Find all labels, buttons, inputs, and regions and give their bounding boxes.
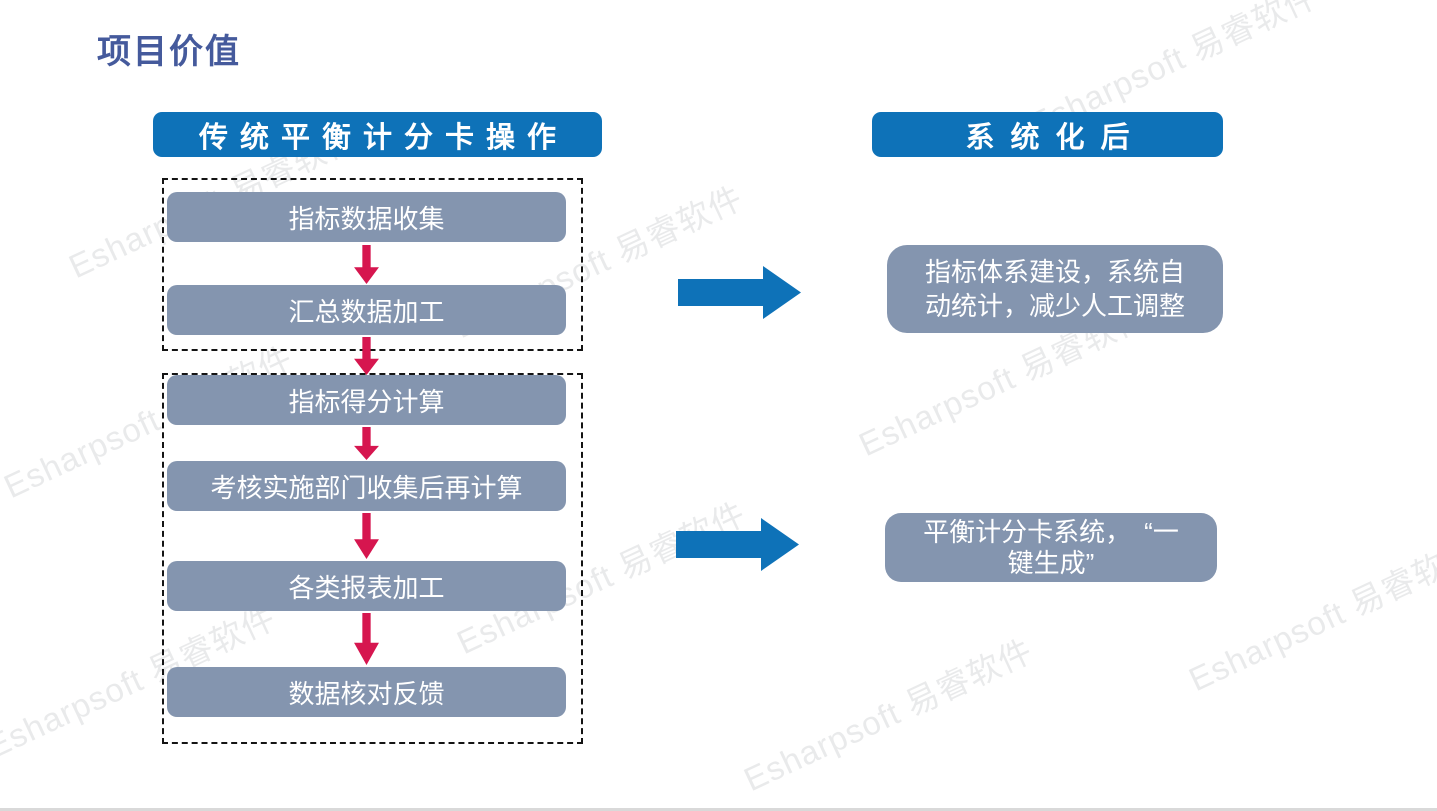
down-arrow-icon: [353, 245, 380, 284]
down-arrow-icon: [353, 513, 380, 559]
slide-bottom-divider: [0, 808, 1437, 811]
dashed-group-calculation-reporting: [162, 373, 583, 744]
flow-step-6: 数据核对反馈: [167, 667, 566, 717]
flow-step-3: 指标得分计算: [167, 375, 566, 425]
flow-step-4: 考核实施部门收集后再计算: [167, 461, 566, 511]
down-arrow-icon: [353, 337, 380, 375]
header-traditional-process: 传统平衡计分卡操作: [153, 112, 602, 157]
flow-step-2: 汇总数据加工: [167, 285, 566, 335]
flow-step-5: 各类报表加工: [167, 561, 566, 611]
right-arrow-icon: [678, 265, 803, 320]
dashed-group-data-collection: [162, 178, 583, 351]
down-arrow-icon: [353, 427, 380, 460]
header-after-systemization: 系统化后: [872, 112, 1223, 157]
flow-step-1: 指标数据收集: [167, 192, 566, 242]
result-box-2-line-1: 平衡计分卡系统， “一: [923, 516, 1179, 547]
result-box-1: 指标体系建设，系统自 动统计，减少人工调整: [887, 245, 1223, 333]
watermark: Esharpsoft 易睿软件: [1183, 531, 1437, 699]
result-box-2: 平衡计分卡系统， “一 键生成”: [885, 513, 1217, 582]
result-box-2-line-2: 键生成”: [1007, 547, 1095, 578]
result-box-1-line-2: 动统计，减少人工调整: [924, 291, 1185, 321]
watermark: Esharpsoft 易睿软件: [738, 631, 1039, 799]
down-arrow-icon: [353, 613, 380, 665]
right-arrow-icon: [676, 517, 801, 572]
page-title: 项目价值: [97, 33, 241, 71]
result-box-1-line-1: 指标体系建设，系统自: [924, 257, 1185, 287]
